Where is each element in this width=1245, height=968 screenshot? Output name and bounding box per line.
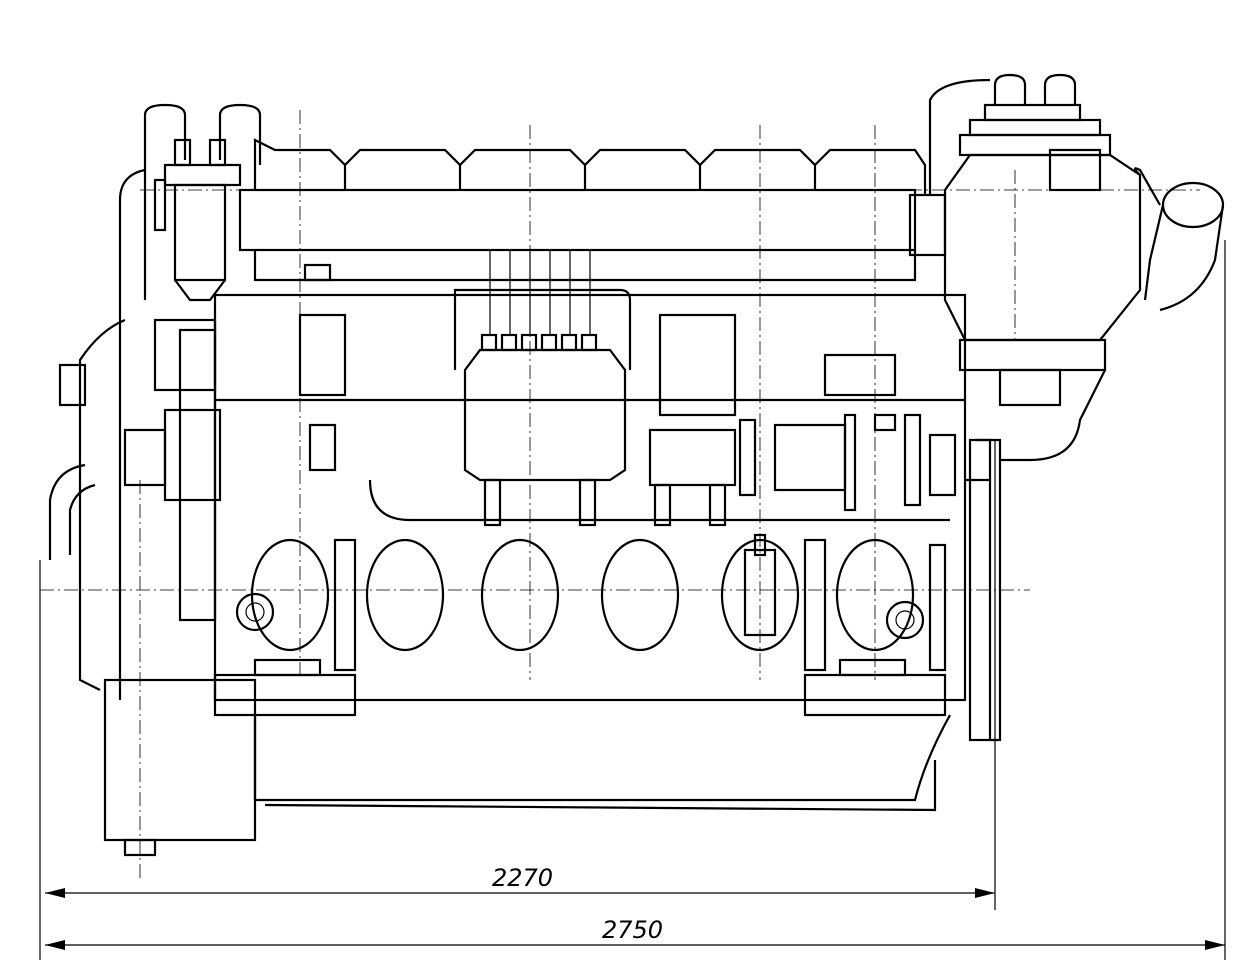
injector-lines [480,250,598,352]
sump [213,658,951,812]
dimension-2750: 2750 [39,240,1226,960]
flywheel-housing [48,318,257,857]
dimension-label-2750: 2750 [602,916,663,944]
cylinder-heads [253,138,927,195]
governor-coupling [648,313,957,527]
injection-pump [453,250,632,527]
dimension-label-2270: 2270 [492,864,553,892]
crankcase-doors [235,533,947,672]
manifold [238,188,947,282]
exhaust-elbow [1133,167,1225,312]
dimension-2270: 2270 [45,440,996,910]
turbocharger [928,73,1142,462]
left-pipes [118,103,262,700]
crankcase [213,293,967,702]
